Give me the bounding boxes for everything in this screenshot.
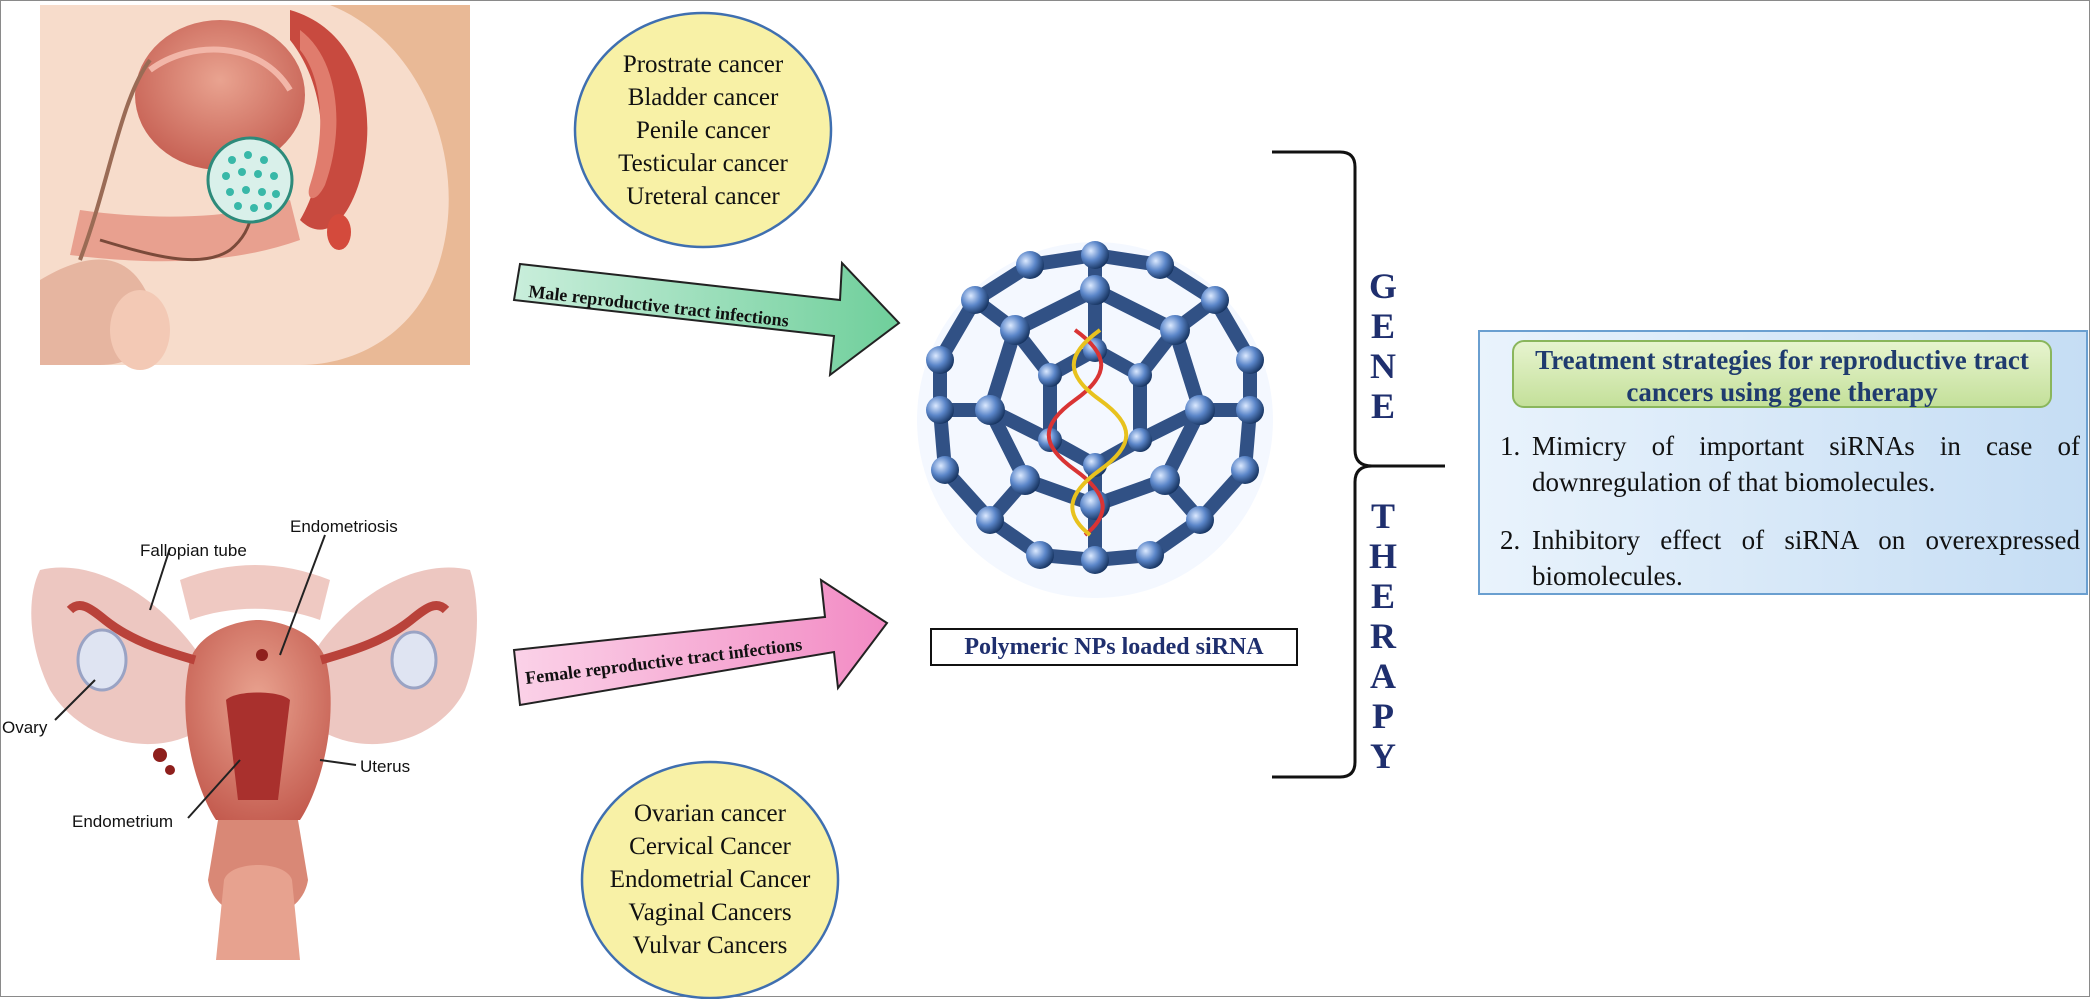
female-cancer-item: Cervical Cancer bbox=[629, 833, 791, 860]
female-cancer-item: Vulvar Cancers bbox=[632, 932, 788, 959]
treatment-title: Treatment strategies for reproductive tr… bbox=[1512, 340, 2052, 408]
male-cancer-item: Bladder cancer bbox=[627, 84, 779, 111]
label-endometrium: Endometrium bbox=[72, 812, 173, 831]
female-cancer-item: Endometrial Cancer bbox=[609, 866, 811, 893]
treatment-item-number: 2. bbox=[1500, 525, 1521, 555]
gene-therapy-letter: N bbox=[1370, 346, 1396, 386]
treatment-item-number: 1. bbox=[1500, 431, 1521, 461]
gene-therapy-letter: P bbox=[1372, 696, 1394, 736]
gene-therapy-letter: A bbox=[1370, 656, 1396, 696]
treatment-item-text: Mimicry of important siRNAs in case of d… bbox=[1532, 431, 2080, 497]
male-cancer-item: Ureteral cancer bbox=[626, 183, 780, 210]
male-cancer-item: Penile cancer bbox=[636, 117, 770, 144]
gene-therapy-letter: G bbox=[1369, 266, 1397, 306]
male-cancer-item: Prostrate cancer bbox=[622, 51, 784, 78]
gene-therapy-letter: T bbox=[1371, 496, 1395, 536]
nanoparticle-label: Polymeric NPs loaded siRNA bbox=[930, 628, 1298, 666]
label-uterus: Uterus bbox=[360, 757, 410, 776]
gene-therapy-letter: E bbox=[1371, 306, 1395, 346]
gene-therapy-letter: Y bbox=[1370, 736, 1396, 776]
treatment-item-text: Inhibitory effect of siRNA on overexpres… bbox=[1532, 525, 2080, 591]
label-fallopian-tube: Fallopian tube bbox=[140, 541, 247, 560]
gene-therapy-letter: E bbox=[1371, 386, 1395, 426]
female-cancer-circle bbox=[580, 760, 840, 999]
gene-therapy-bracket bbox=[1272, 150, 1445, 779]
label-ovary: Ovary bbox=[2, 718, 48, 737]
sirna-helix bbox=[1046, 328, 1129, 537]
male-cancer-item: Testicular cancer bbox=[618, 150, 788, 177]
male-cancer-circle bbox=[573, 11, 833, 249]
female-anatomy-illustration: Fallopian tube Endometriosis Ovary Uteru… bbox=[2, 517, 477, 960]
label-endometriosis: Endometriosis bbox=[290, 517, 398, 536]
treatment-box: Treatment strategies for reproductive tr… bbox=[1478, 330, 2088, 595]
female-arrow: Female reproductive tract infections bbox=[512, 578, 889, 707]
gene-therapy-letter: H bbox=[1369, 536, 1397, 576]
female-cancer-item: Vaginal Cancers bbox=[628, 899, 792, 926]
male-arrow: Male reproductive tract infections bbox=[512, 260, 901, 378]
gene-therapy-letter: R bbox=[1370, 616, 1397, 656]
gene-therapy-letter: E bbox=[1371, 576, 1395, 616]
female-cancer-list: Ovarian cancer Cervical Cancer Endometri… bbox=[582, 797, 838, 962]
nanoparticle-illustration bbox=[917, 241, 1273, 598]
female-cancer-item: Ovarian cancer bbox=[634, 800, 786, 827]
male-anatomy-illustration bbox=[40, 5, 470, 370]
male-cancer-list: Prostrate cancer Bladder cancer Penile c… bbox=[585, 48, 821, 213]
